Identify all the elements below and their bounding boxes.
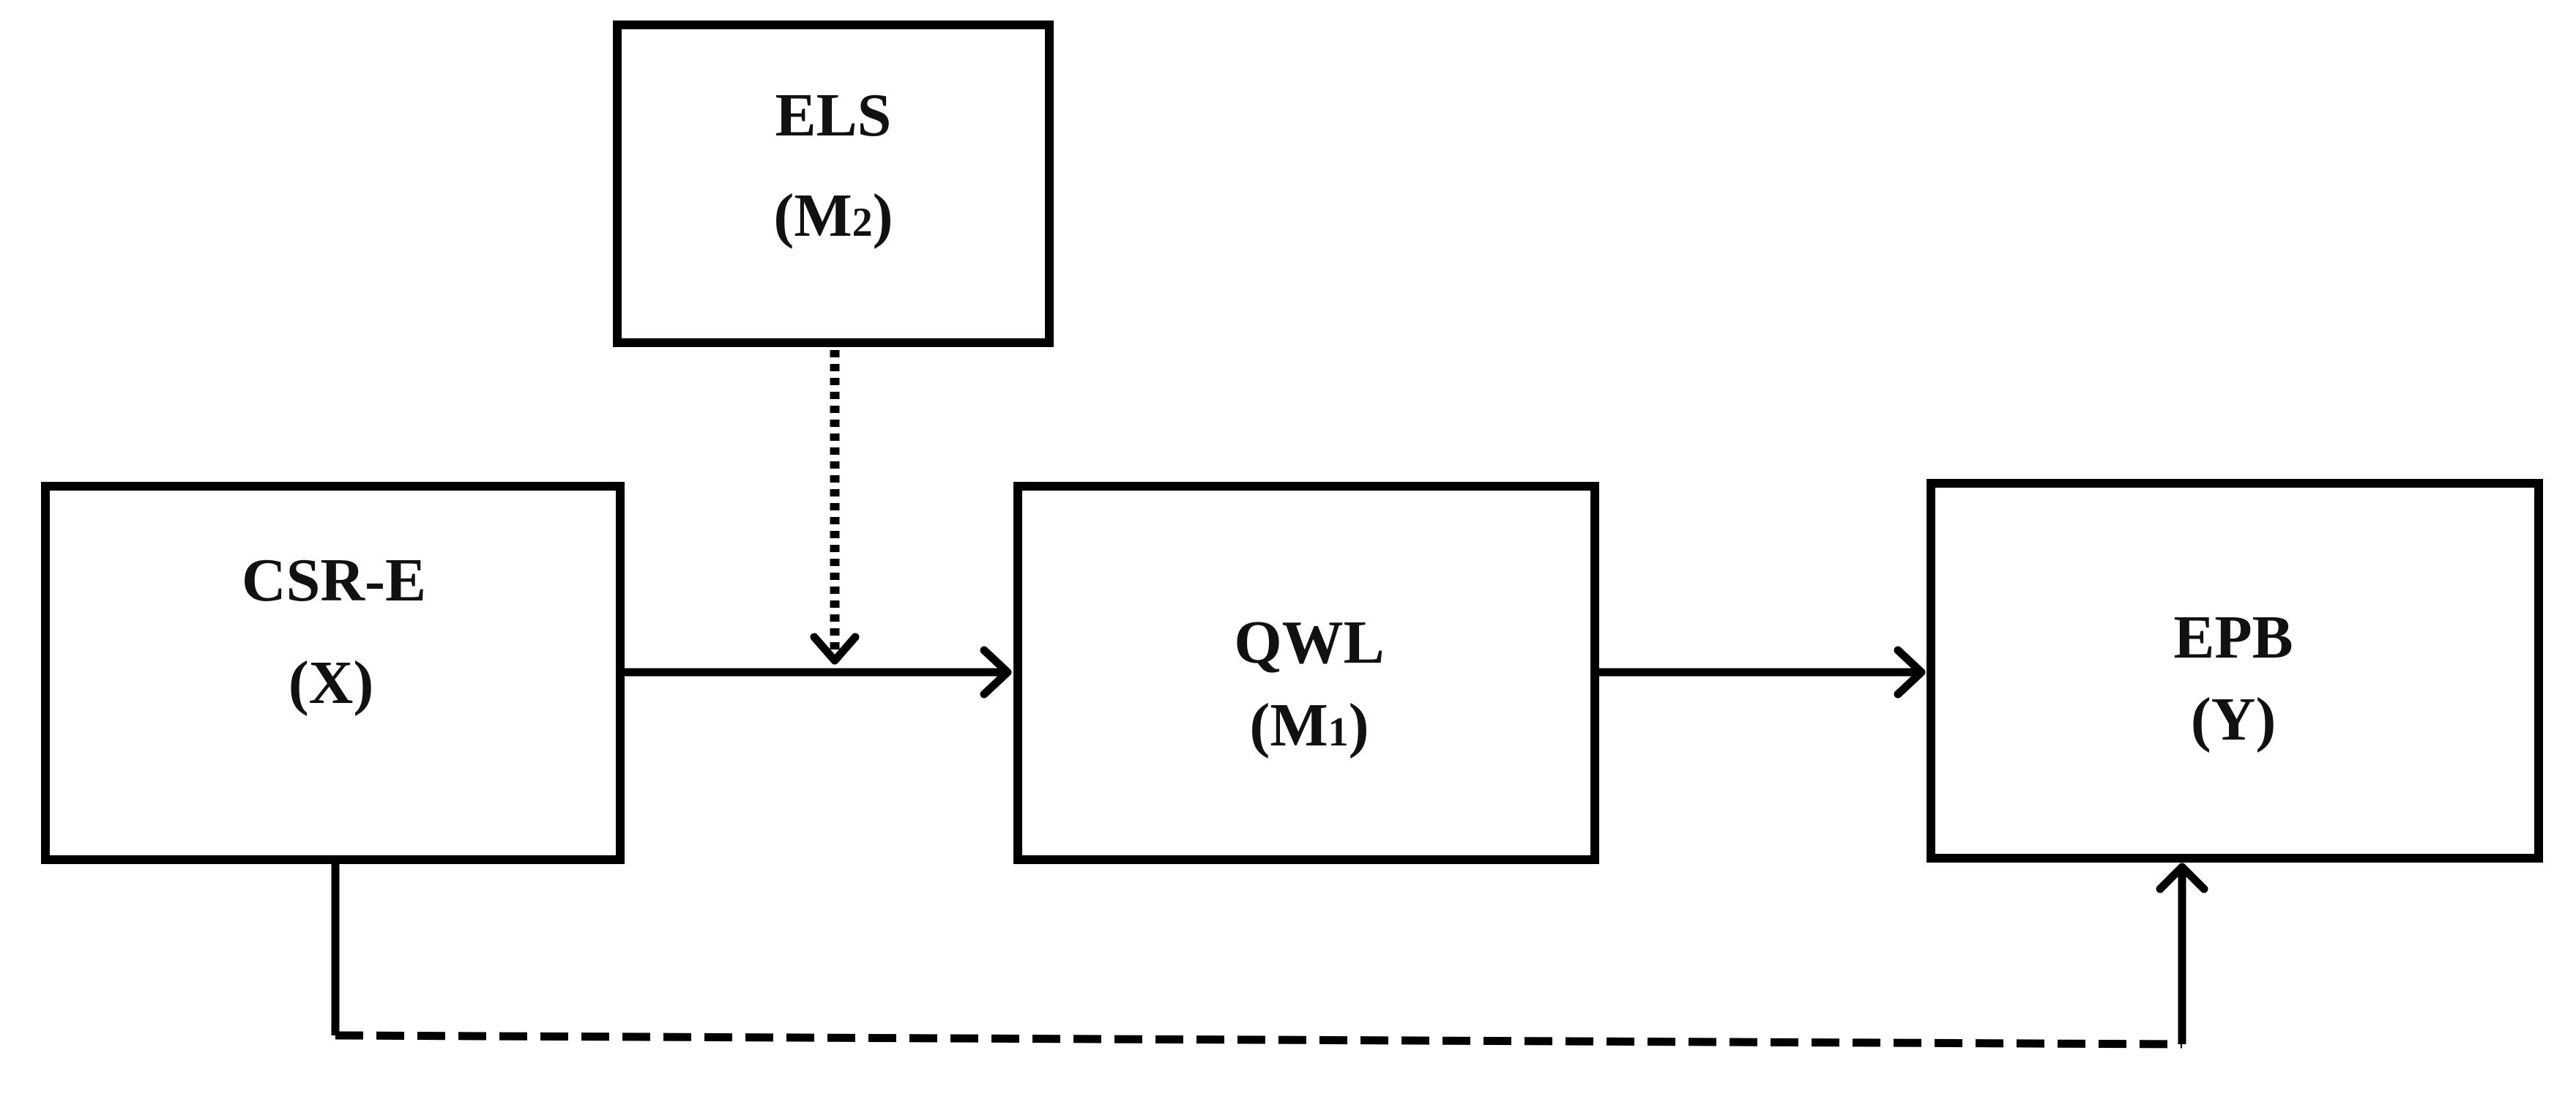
edge-csr-to-epb-horizontal — [335, 1031, 2183, 1049]
node-epb-sublabel: (Y) — [2191, 685, 2277, 753]
node-epb-box — [1927, 479, 2543, 863]
node-qwl-sublabel: (M1) — [1249, 691, 1369, 759]
edge-csr-to-qwl — [625, 646, 1012, 699]
edge-csr-to-epb-arrowhead — [2156, 863, 2208, 893]
node-els-box — [613, 21, 1054, 347]
node-els: ELS (M2) — [613, 21, 1054, 347]
node-qwl: QWL (M1) — [1013, 482, 1599, 864]
node-csr-label: CSR-E — [242, 546, 426, 614]
node-els-sublabel: (M2) — [773, 182, 893, 250]
node-csr-box — [41, 482, 625, 864]
node-epb-label: EPB — [2173, 603, 2293, 671]
edge-els-moderation-arrowhead — [810, 633, 860, 665]
node-csr: CSR-E (X) — [41, 482, 625, 864]
edge-csr-to-qwl-arrowhead — [980, 646, 1012, 699]
node-qwl-label: QWL — [1234, 609, 1384, 677]
node-qwl-box — [1013, 482, 1599, 864]
edge-csr-to-epb-direct — [331, 863, 2208, 1049]
node-els-label: ELS — [775, 81, 892, 149]
node-epb: EPB (Y) — [1927, 479, 2543, 863]
edge-qwl-to-epb — [1599, 646, 1926, 699]
edge-els-moderation — [810, 350, 860, 665]
node-csr-sublabel: (X) — [289, 649, 374, 717]
edge-qwl-to-epb-arrowhead — [1894, 646, 1926, 699]
